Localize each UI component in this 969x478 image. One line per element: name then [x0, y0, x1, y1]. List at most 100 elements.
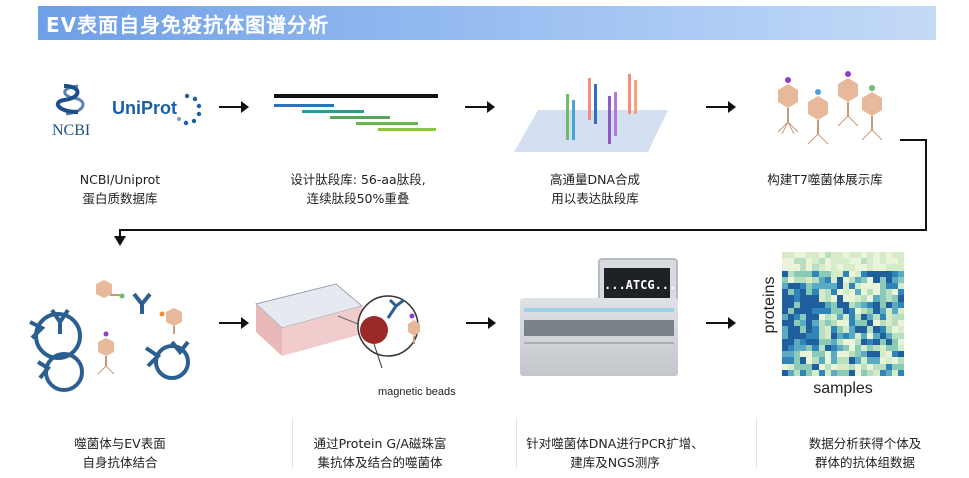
- heatmap-cell: [855, 338, 862, 345]
- heatmap-cell: [794, 344, 801, 352]
- heatmap-cell: [897, 313, 904, 321]
- heatmap-cell: [855, 320, 862, 327]
- heatmap-cell: [830, 313, 837, 321]
- heatmap-cell: [788, 282, 795, 290]
- heatmap-cell: [873, 301, 880, 308]
- arrow-right-icon: [465, 101, 495, 113]
- heatmap-cell: [806, 351, 813, 358]
- heatmap-cell: [794, 264, 801, 271]
- divider: [756, 418, 757, 468]
- heatmap-cell: [873, 307, 880, 314]
- heatmap-cell: [794, 258, 801, 265]
- heatmap-cell: [897, 295, 904, 302]
- heatmap-cell: [867, 320, 874, 327]
- heatmap-cell: [891, 301, 898, 308]
- arrow-right-icon: [466, 317, 496, 329]
- heatmap-cell: [788, 326, 795, 333]
- heatmap-cell: [873, 351, 880, 358]
- heatmap-cell: [788, 313, 795, 321]
- heatmap-cell: [806, 313, 813, 321]
- heatmap-xlabel: samples: [813, 380, 873, 397]
- heatmap-cell: [800, 270, 807, 277]
- heatmap-cell: [812, 258, 819, 265]
- heatmap-cell: [818, 351, 825, 358]
- heatmap-cell: [794, 282, 801, 290]
- heatmap-cell: [830, 344, 837, 352]
- heatmap-cell: [855, 270, 862, 277]
- heatmap-cell: [794, 351, 801, 358]
- heatmap-cell: [836, 252, 843, 259]
- heatmap-cell: [806, 363, 813, 370]
- heatmap-cell: [861, 357, 868, 364]
- heatmap-cell: [794, 313, 801, 321]
- heatmap-cell: [885, 320, 892, 327]
- heatmap-cell: [897, 289, 904, 296]
- heatmap-cell: [824, 264, 831, 271]
- heatmap-cell: [824, 357, 831, 364]
- well-plate: [254, 283, 364, 356]
- heatmap-cell: [824, 369, 831, 376]
- uniprot-dots-icon: [177, 93, 202, 126]
- page-title: EV表面自身免疫抗体图谱分析: [46, 13, 330, 37]
- heatmap-cell: [861, 326, 868, 333]
- heatmap-cell: [812, 301, 819, 308]
- heatmap-cell: [867, 369, 874, 376]
- heatmap-cell: [891, 270, 898, 277]
- heatmap-cell: [788, 276, 795, 283]
- heatmap-cell: [794, 326, 801, 333]
- heatmap-cell: [879, 307, 886, 314]
- heatmap-cell: [885, 313, 892, 321]
- heatmap-cell: [794, 338, 801, 345]
- arrow-right-icon: [706, 317, 736, 329]
- heatmap-cell: [842, 289, 850, 296]
- heatmap-cell: [867, 252, 874, 259]
- heatmap-cell: [782, 282, 789, 290]
- heatmap-cell: [836, 344, 843, 352]
- heatmap-cell: [836, 326, 843, 333]
- heatmap-cell: [897, 276, 904, 283]
- heatmap-cell: [818, 320, 825, 327]
- heatmap-cell: [885, 326, 892, 333]
- heatmap-cell: [806, 320, 813, 327]
- heatmap-cell: [891, 351, 898, 358]
- heatmap-cell: [849, 363, 856, 370]
- heatmap-ylabel: proteins: [761, 276, 778, 334]
- heatmap-cell: [879, 276, 886, 283]
- heatmap-cell: [824, 363, 831, 370]
- heatmap-cell: [824, 282, 831, 290]
- heatmap-cell: [891, 357, 898, 364]
- heatmap-cell: [897, 282, 904, 290]
- heatmap-cell: [812, 252, 819, 259]
- heatmap: [782, 252, 904, 376]
- heatmap-cell: [830, 276, 837, 283]
- heatmap-cell: [842, 295, 850, 302]
- heatmap-cell: [879, 313, 886, 321]
- divider: [292, 418, 293, 468]
- heatmap-cell: [855, 289, 862, 296]
- heatmap-cell: [842, 369, 850, 376]
- heatmap-cell: [812, 344, 819, 352]
- heatmap-cell: [897, 363, 904, 370]
- heatmap-cell: [891, 326, 898, 333]
- heatmap-cell: [873, 282, 880, 290]
- heatmap-cell: [897, 344, 904, 352]
- heatmap-cell: [788, 369, 795, 376]
- heatmap-cell: [812, 326, 819, 333]
- heatmap-cell: [782, 351, 789, 358]
- heatmap-cell: [849, 289, 856, 296]
- heatmap-cell: [794, 307, 801, 314]
- heatmap-cell: [842, 344, 850, 352]
- heatmap-cell: [879, 320, 886, 327]
- heatmap-cell: [812, 332, 819, 339]
- heatmap-cell: [830, 332, 837, 339]
- heatmap-cell: [855, 307, 862, 314]
- heatmap-cell: [818, 270, 825, 277]
- heatmap-cell: [891, 320, 898, 327]
- heatmap-cell: [794, 252, 801, 259]
- heatmap-cell: [842, 276, 850, 283]
- heatmap-cell: [788, 289, 795, 296]
- heatmap-cell: [800, 344, 807, 352]
- heatmap-cell: [867, 363, 874, 370]
- heatmap-cell: [879, 270, 886, 277]
- heatmap-cell: [867, 307, 874, 314]
